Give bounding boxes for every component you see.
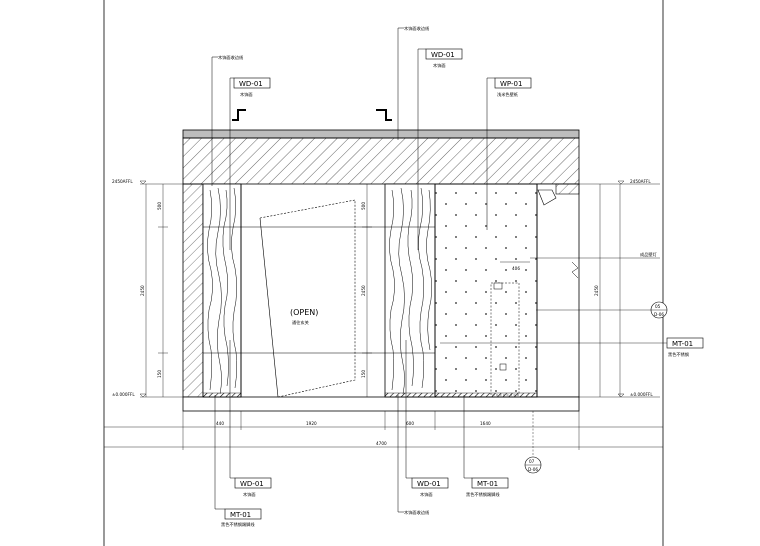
- wood-panel-middle: [384, 183, 436, 398]
- tag-wd-bottom-left-code: WD-01: [240, 480, 264, 488]
- right-wall: [536, 183, 580, 398]
- dim-bottom-total: 4700: [376, 441, 387, 446]
- door-label: (OPEN): [290, 308, 318, 317]
- dim-mid-2450: 2450: [361, 285, 366, 296]
- wall-light: [537, 189, 557, 206]
- tag-wd-bottom-left-desc: 木饰面: [243, 491, 256, 498]
- tag-mt-right-desc: 黑色不锈钢: [668, 351, 689, 358]
- wood-panel-left: [202, 183, 242, 398]
- leader-bottom-center: [397, 395, 404, 513]
- tag-mt-bottom-left-code: MT-01: [230, 511, 251, 519]
- ceiling-slab: [182, 129, 580, 185]
- tag-wd-top-mid-desc: 木饰面: [433, 62, 446, 69]
- skirting-mid: [384, 392, 538, 398]
- tag-mt-right: [440, 337, 704, 349]
- skirting-left: [202, 392, 242, 398]
- tag-wd-bottom-mid-code: WD-01: [417, 480, 441, 488]
- leader-top-left: [211, 56, 218, 186]
- dim-left-2450: 2450: [140, 285, 145, 296]
- note-bottom-center: 木饰面收边线: [404, 509, 430, 516]
- dim-right-2450: 2450: [594, 285, 599, 296]
- dim-left-150: 150: [157, 370, 162, 378]
- ceiling-step-left: [232, 109, 246, 121]
- note-top-left: 木饰面收边线: [218, 54, 244, 61]
- section-bottom-num: 07: [529, 459, 535, 464]
- note-top-center: 木饰面收边线: [404, 25, 430, 32]
- wallpaper-panel: [434, 183, 538, 398]
- tag-wd-bottom-mid-desc: 木饰面: [420, 491, 433, 498]
- dim-bottom-440: 440: [216, 421, 224, 426]
- level-left-top: 2450AFFL: [112, 179, 133, 184]
- middle-dimension: [362, 184, 372, 397]
- left-dimension: [139, 180, 183, 398]
- tag-wp-top-desc: 浅米色壁纸: [497, 91, 519, 98]
- section-right-num: 05: [655, 304, 661, 309]
- tag-wp-top-code: WP-01: [500, 80, 522, 88]
- level-left-bottom: ±0.000FFL: [112, 392, 135, 397]
- dim-bottom-600: 600: [406, 421, 414, 426]
- ceiling-step-right: [376, 109, 392, 121]
- tag-wd-bottom-mid: [405, 340, 449, 489]
- bottom-dimension: [104, 411, 663, 450]
- tag-wd-top-mid-code: WD-01: [431, 51, 455, 59]
- tag-mt-bottom-left-desc: 黑色不锈钢踢脚线: [221, 521, 255, 528]
- left-wall: [182, 183, 204, 398]
- sheet-frame: [103, 0, 664, 546]
- level-right-bottom: ±0.000FFL: [630, 392, 653, 397]
- tag-wd-top-left: [229, 77, 271, 250]
- tag-wd-top-left-code: WD-01: [239, 80, 263, 88]
- section-right-ref: D-06: [654, 312, 664, 317]
- tag-wd-top-left-desc: 木饰面: [240, 91, 253, 98]
- dim-bottom-1920: 1920: [306, 421, 317, 426]
- section-mark-bottom: [524, 411, 542, 474]
- tag-mt-right-code: MT-01: [672, 340, 693, 348]
- floor: [182, 396, 580, 412]
- right-dimension: [571, 180, 660, 398]
- tag-mt-bottom-mid-desc: 黑色不锈钢踢脚线: [466, 491, 500, 498]
- tag-mt-bottom-left: [214, 395, 262, 520]
- tag-wd-top-mid: [417, 48, 463, 250]
- section-mark-right: [536, 301, 668, 319]
- door-sublabel: 通往玄关: [292, 319, 309, 326]
- tag-mt-bottom-mid: [463, 395, 509, 489]
- dim-wall-406: 406: [512, 266, 520, 271]
- section-bottom-ref: D-06: [528, 467, 538, 472]
- doorway: [240, 184, 385, 398]
- dim-left-500: 500: [157, 202, 162, 210]
- note-right-mid: 成品壁灯: [640, 251, 658, 258]
- level-right-top: 2450AFFL: [630, 179, 651, 184]
- tag-wp-top: [486, 77, 532, 230]
- tag-wd-bottom-left: [229, 340, 272, 489]
- dim-mid-150: 150: [361, 370, 366, 378]
- dim-mid-500: 500: [361, 202, 366, 210]
- dim-bottom-1640: 1640: [480, 421, 491, 426]
- tag-mt-bottom-mid-code: MT-01: [477, 480, 498, 488]
- leader-top-center: [397, 27, 404, 140]
